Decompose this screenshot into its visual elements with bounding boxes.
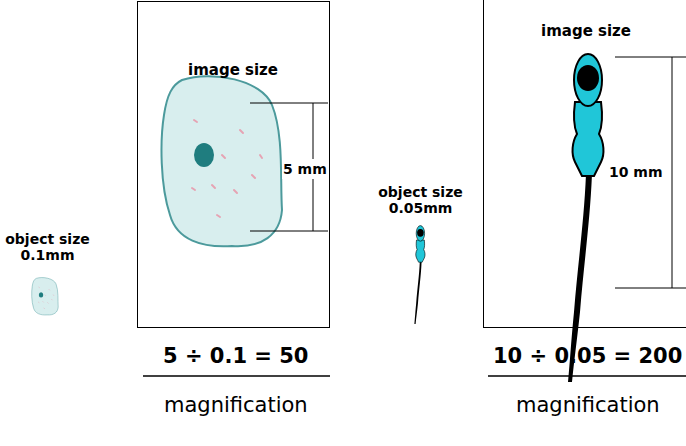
dimension-label: 10 mm <box>608 162 664 182</box>
caption-label: magnification <box>516 393 660 417</box>
object-size-label: object size 0.1mm <box>3 231 92 263</box>
frame-heading: image size <box>541 23 631 40</box>
magnification-equation: 10 ÷ 0.05 = 200 <box>493 344 682 368</box>
dimension-label: 5 mm <box>282 159 328 179</box>
magnification-equation: 5 ÷ 0.1 = 50 <box>163 344 308 368</box>
object-size-label: object size 0.05mm <box>373 184 468 216</box>
frame-heading: image size <box>188 62 278 79</box>
caption-label: magnification <box>164 393 308 417</box>
